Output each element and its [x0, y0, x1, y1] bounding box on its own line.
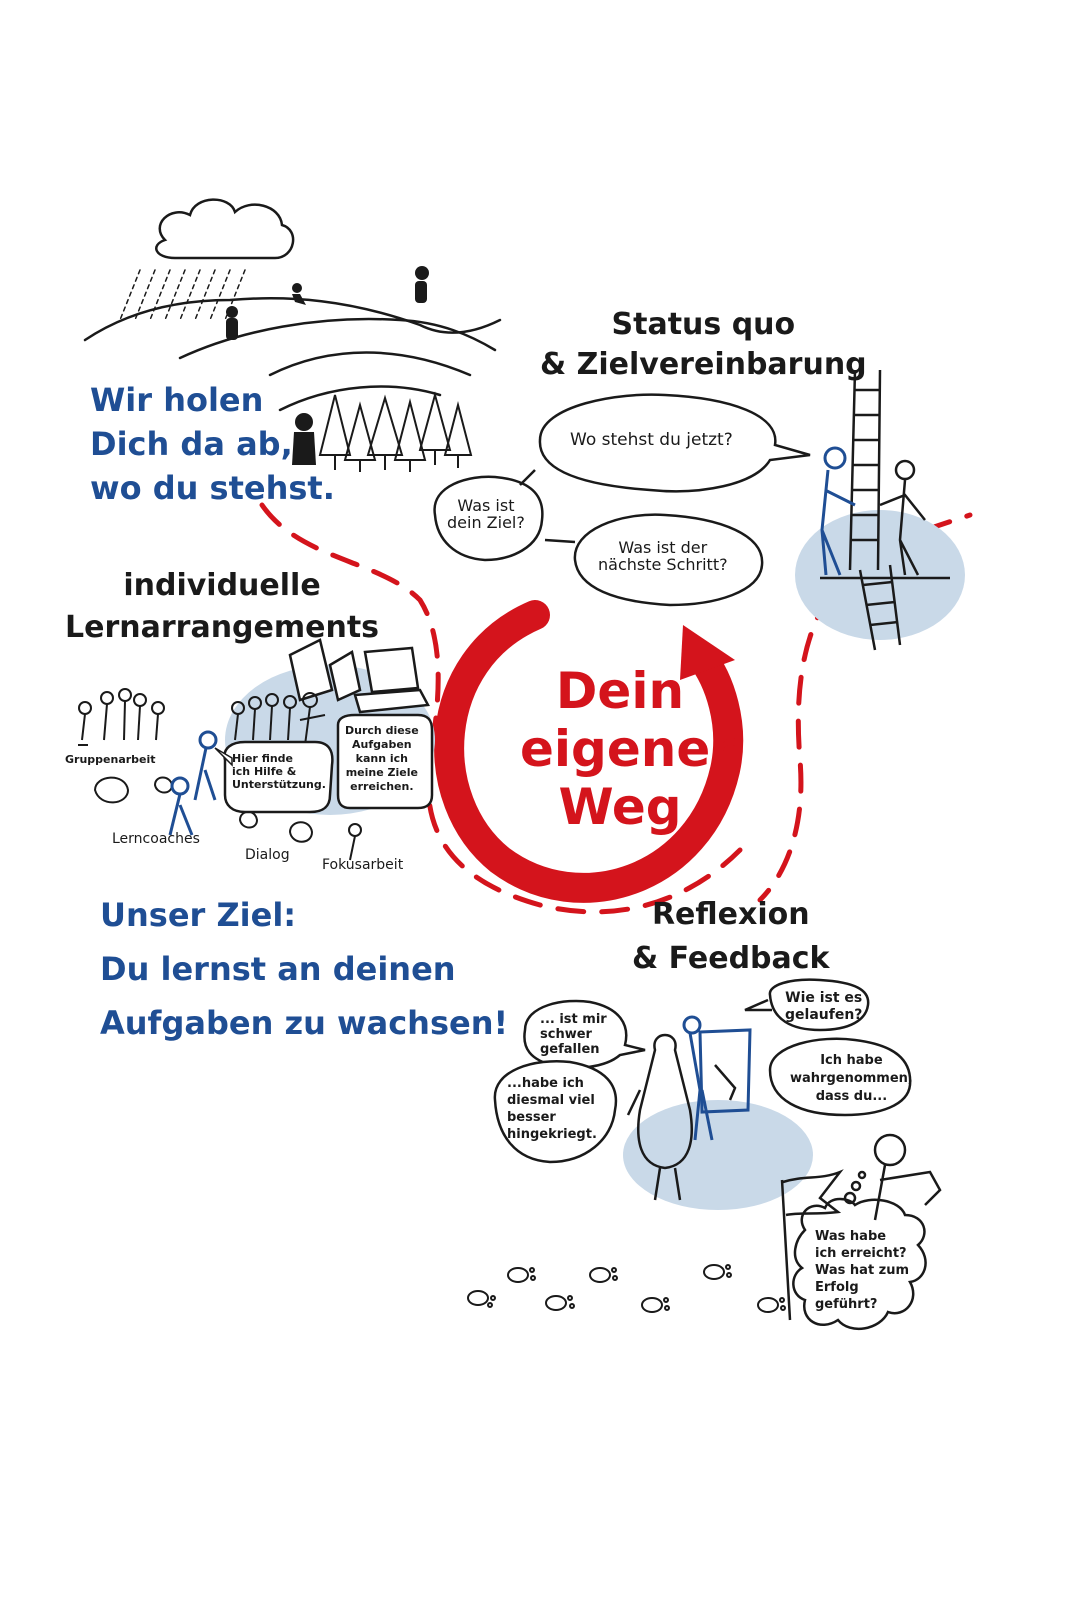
schwer-line-2: schwer	[540, 1027, 607, 1042]
center-line-3: Weg	[520, 778, 720, 836]
lern-title-line-2: Lernarrangements	[65, 607, 379, 649]
bubble-naechster-schritt: Was ist der nächste Schritt?	[598, 540, 728, 574]
wahrgenommen-line-2: wahrgenommen,	[790, 1070, 913, 1088]
bubble-schritt-line-2: nächste Schritt?	[598, 557, 728, 574]
bubble-hilfe: Hier finde ich Hilfe & Unterstützung.	[232, 752, 326, 791]
label-gruppenarbeit: Gruppenarbeit	[65, 754, 156, 766]
wir-holen-line-1: Wir holen	[90, 378, 335, 422]
center-line-2: eigener	[520, 720, 720, 778]
gelaufen-line-1: Wie ist es	[785, 990, 862, 1007]
trees	[320, 395, 471, 472]
besser-line-3: besser	[507, 1109, 597, 1126]
blue-blob-ladder	[795, 510, 965, 640]
status-title-line-2: & Zielvereinbarung	[540, 345, 867, 385]
erreicht-line-4: Erfolg	[815, 1279, 909, 1296]
erreicht-line-5: geführt?	[815, 1296, 909, 1313]
wahrgenommen-line-1: Ich habe	[790, 1052, 913, 1070]
wahrgenommen-line-3: dass du...	[790, 1088, 913, 1106]
reflexion-title-line-1: Reflexion	[632, 893, 830, 937]
footprints	[468, 1265, 785, 1312]
label-lerncoaches: Lerncoaches	[112, 832, 200, 847]
center-line-1: Dein	[520, 662, 720, 720]
lern-title-line-1: individuelle	[65, 565, 379, 607]
wir-holen-text: Wir holen Dich da ab, wo du stehst.	[90, 378, 335, 510]
ziel-line-2: Du lernst an deinen	[100, 942, 508, 996]
ziel-line-1: Unser Ziel:	[100, 888, 508, 942]
bubble-besser: ...habe ich diesmal viel besser hingekri…	[507, 1075, 597, 1143]
wir-holen-line-2: Dich da ab,	[90, 422, 335, 466]
bubble-schwer: ... ist mir schwer gefallen	[540, 1012, 607, 1057]
besser-line-2: diesmal viel	[507, 1092, 597, 1109]
bubble-wahrgenommen: Ich habe wahrgenommen, dass du...	[790, 1052, 913, 1106]
bubble-was-ist-ziel: Was ist dein Ziel?	[447, 498, 525, 532]
label-dialog: Dialog	[245, 848, 290, 863]
schwer-line-3: gefallen	[540, 1042, 607, 1057]
ziel-line-3: Aufgaben zu wachsen!	[100, 996, 508, 1050]
erreicht-line-2: ich erreicht?	[815, 1245, 909, 1262]
bubble-ziel-line-2: dein Ziel?	[447, 515, 525, 532]
dein-eigener-weg: Dein eigener Weg	[520, 662, 720, 836]
bubble-aufgaben: Durch diese Aufgaben kann ich meine Ziel…	[345, 724, 419, 794]
hilfe-line-2: ich Hilfe &	[232, 765, 326, 778]
reflexion-title-line-2: & Feedback	[632, 937, 830, 981]
aufgaben-line-3: kann ich	[345, 752, 419, 766]
reflexion-title: Reflexion & Feedback	[632, 893, 830, 981]
besser-line-1: ...habe ich	[507, 1075, 597, 1092]
aufgaben-line-5: erreichen.	[345, 780, 419, 794]
blue-blob-reflexion	[623, 1100, 813, 1210]
erreicht-line-1: Was habe	[815, 1228, 909, 1245]
aufgaben-line-4: meine Ziele	[345, 766, 419, 780]
lern-title: individuelle Lernarrangements	[65, 565, 379, 649]
hilfe-line-1: Hier finde	[232, 752, 326, 765]
status-title-line-1: Status quo	[540, 305, 867, 345]
hilfe-line-3: Unterstützung.	[232, 778, 326, 791]
schwer-line-1: ... ist mir	[540, 1012, 607, 1027]
erreicht-line-3: Was hat zum	[815, 1262, 909, 1279]
label-fokusarbeit: Fokusarbeit	[322, 858, 403, 873]
besser-line-4: hingekriegt.	[507, 1126, 597, 1143]
lern-blue-people	[170, 732, 216, 835]
bubble-erreicht: Was habe ich erreicht? Was hat zum Erfol…	[815, 1228, 909, 1313]
unser-ziel-text: Unser Ziel: Du lernst an deinen Aufgaben…	[100, 888, 508, 1050]
bubble-gelaufen: Wie ist es gelaufen?	[785, 990, 862, 1024]
gelaufen-line-2: gelaufen?	[785, 1007, 862, 1024]
wir-holen-line-3: wo du stehst.	[90, 466, 335, 510]
aufgaben-line-2: Aufgaben	[345, 738, 419, 752]
aufgaben-line-1: Durch diese	[345, 724, 419, 738]
bubble-wo-stehst: Wo stehst du jetzt?	[570, 432, 733, 450]
status-title: Status quo & Zielvereinbarung	[540, 305, 867, 385]
